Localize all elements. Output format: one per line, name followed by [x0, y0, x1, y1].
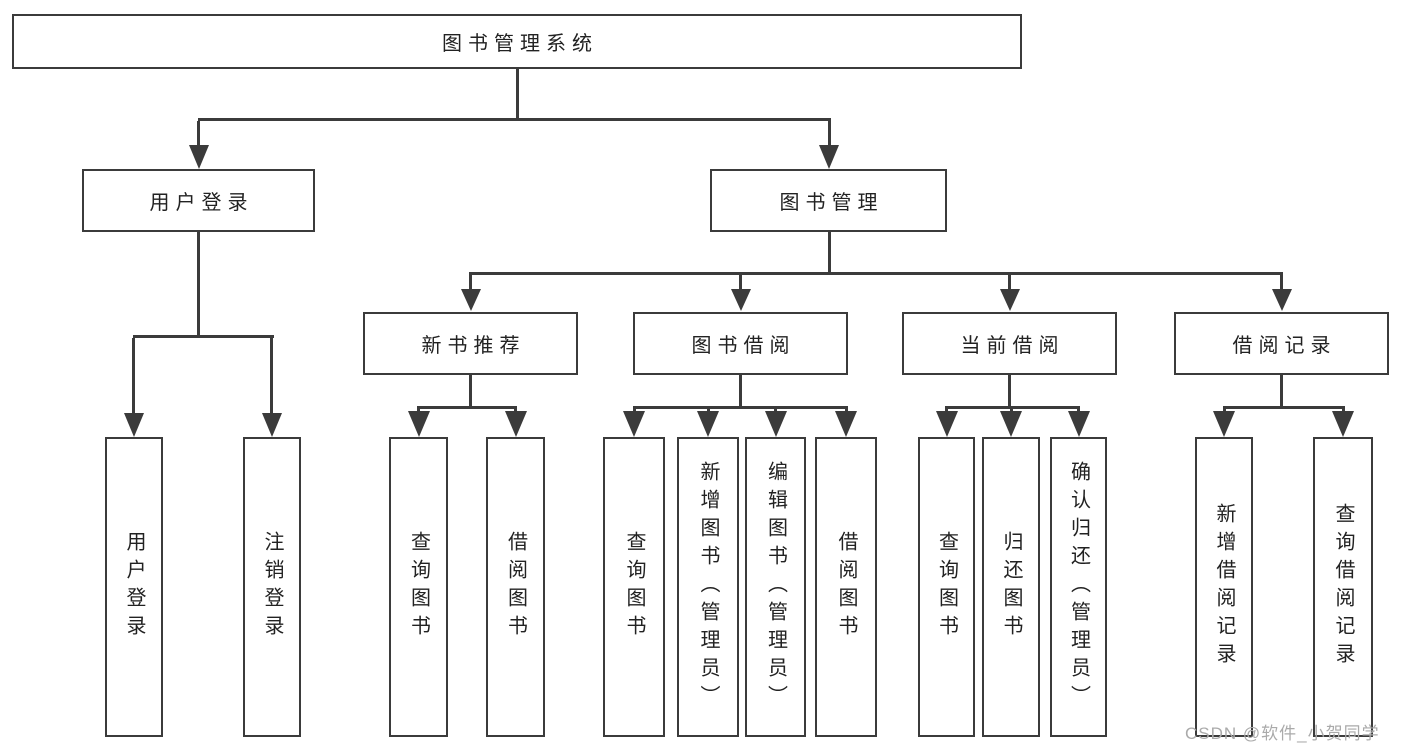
node-book-borrow: 图书借阅 — [633, 312, 848, 375]
connector-line — [827, 232, 831, 275]
arrowhead-down-icon — [835, 411, 857, 437]
node-leaf-return-book: 归还图书 — [982, 437, 1040, 737]
connector-line — [632, 406, 636, 414]
arrowhead-down-icon — [460, 289, 481, 311]
node-library-system: 图书管理系统 — [12, 14, 1022, 69]
arrowhead-down-icon — [730, 289, 751, 311]
arrowhead-down-icon — [1332, 411, 1354, 437]
node-borrow-record: 借阅记录 — [1174, 312, 1389, 375]
node-leaf-edit-book-admin: 编辑图书（管理员） — [745, 437, 806, 737]
connector-line — [1280, 375, 1283, 409]
arrowhead-down-icon — [407, 411, 430, 437]
node-leaf-logout: 注销登录 — [243, 437, 301, 737]
node-label: 借阅记录 — [1232, 335, 1337, 357]
node-leaf-user-login: 用户登录 — [105, 437, 163, 737]
connector-line — [633, 406, 847, 409]
csdn-watermark: CSDN @软件_小贺同学 — [1185, 724, 1380, 743]
arrowhead-down-icon — [188, 145, 209, 169]
connector-line — [514, 406, 517, 414]
connector-line — [1222, 406, 1345, 409]
node-user-login: 用户登录 — [82, 169, 315, 232]
node-label: 用户登录 — [123, 531, 145, 643]
node-leaf-borrow-book: 借阅图书 — [815, 437, 877, 737]
connector-line — [1280, 275, 1283, 293]
connector-line — [827, 121, 831, 149]
node-leaf-borrow-book-rec: 借阅图书 — [486, 437, 545, 737]
node-leaf-add-borrow-record: 新增借阅记录 — [1195, 437, 1253, 737]
node-label: 新增图书（管理员） — [697, 461, 719, 713]
connector-line — [774, 406, 777, 414]
connector-line — [1008, 375, 1011, 409]
node-label: 当前借阅 — [960, 335, 1065, 357]
connector-line — [417, 406, 517, 409]
arrowhead-down-icon — [697, 411, 719, 437]
connector-line — [417, 406, 420, 414]
connector-line — [132, 338, 135, 416]
arrowhead-down-icon — [764, 411, 787, 437]
node-leaf-query-borrow-record: 查询借阅记录 — [1313, 437, 1373, 737]
node-label: 用户登录 — [149, 192, 254, 214]
node-label: 编辑图书（管理员） — [764, 461, 787, 713]
arrowhead-down-icon — [819, 145, 839, 169]
node-leaf-add-book-admin: 新增图书（管理员） — [677, 437, 739, 737]
node-label: 确认归还（管理员） — [1067, 461, 1090, 713]
node-label: 注销登录 — [261, 531, 283, 643]
arrowhead-down-icon — [999, 289, 1020, 311]
node-label: 查询图书 — [623, 531, 645, 643]
arrowhead-down-icon — [1000, 411, 1022, 437]
node-label: 查询图书 — [935, 531, 958, 643]
connector-line — [1009, 406, 1013, 414]
connector-line — [469, 375, 472, 409]
node-label: 查询借阅记录 — [1332, 503, 1354, 671]
connector-line — [132, 335, 274, 338]
connector-line — [270, 338, 273, 416]
arrowhead-down-icon — [1067, 411, 1090, 437]
connector-line — [706, 406, 710, 414]
arrowhead-down-icon — [1271, 289, 1292, 311]
connector-line — [197, 232, 200, 338]
node-current-borrow: 当前借阅 — [902, 312, 1117, 375]
arrowhead-down-icon — [1213, 411, 1235, 437]
connector-line — [739, 275, 742, 293]
node-label: 归还图书 — [1000, 531, 1022, 643]
connector-line — [197, 118, 831, 121]
node-book-management: 图书管理 — [710, 169, 947, 232]
connector-line — [1008, 275, 1011, 293]
connector-line — [1222, 406, 1226, 414]
node-label: 图书管理 — [779, 192, 884, 214]
node-new-book-recommend: 新书推荐 — [363, 312, 578, 375]
arrowhead-down-icon — [935, 411, 958, 437]
node-label: 图书管理系统 — [442, 33, 598, 55]
arrowhead-down-icon — [623, 411, 645, 437]
connector-line — [739, 375, 742, 409]
node-label: 借阅图书 — [835, 531, 857, 643]
arrowhead-down-icon — [261, 413, 282, 437]
connector-line — [197, 121, 200, 149]
arrowhead-down-icon — [504, 411, 527, 437]
connector-line — [469, 275, 472, 293]
connector-line — [945, 406, 1080, 409]
connector-line — [468, 272, 1283, 275]
connector-line — [844, 406, 848, 414]
node-leaf-confirm-return-admin: 确认归还（管理员） — [1050, 437, 1107, 737]
arrowhead-down-icon — [123, 413, 144, 437]
connector-line — [1077, 406, 1080, 414]
node-label: 新书推荐 — [421, 335, 526, 357]
node-label: 借阅图书 — [504, 531, 527, 643]
connector-line — [945, 406, 948, 414]
node-leaf-query-book-current: 查询图书 — [918, 437, 975, 737]
connector-line — [1341, 406, 1345, 414]
node-label: 查询图书 — [407, 531, 430, 643]
node-label: 新增借阅记录 — [1213, 503, 1235, 671]
node-leaf-query-book-rec: 查询图书 — [389, 437, 448, 737]
connector-line — [515, 69, 519, 121]
node-label: 图书借阅 — [691, 335, 796, 357]
node-leaf-query-book: 查询图书 — [603, 437, 665, 737]
